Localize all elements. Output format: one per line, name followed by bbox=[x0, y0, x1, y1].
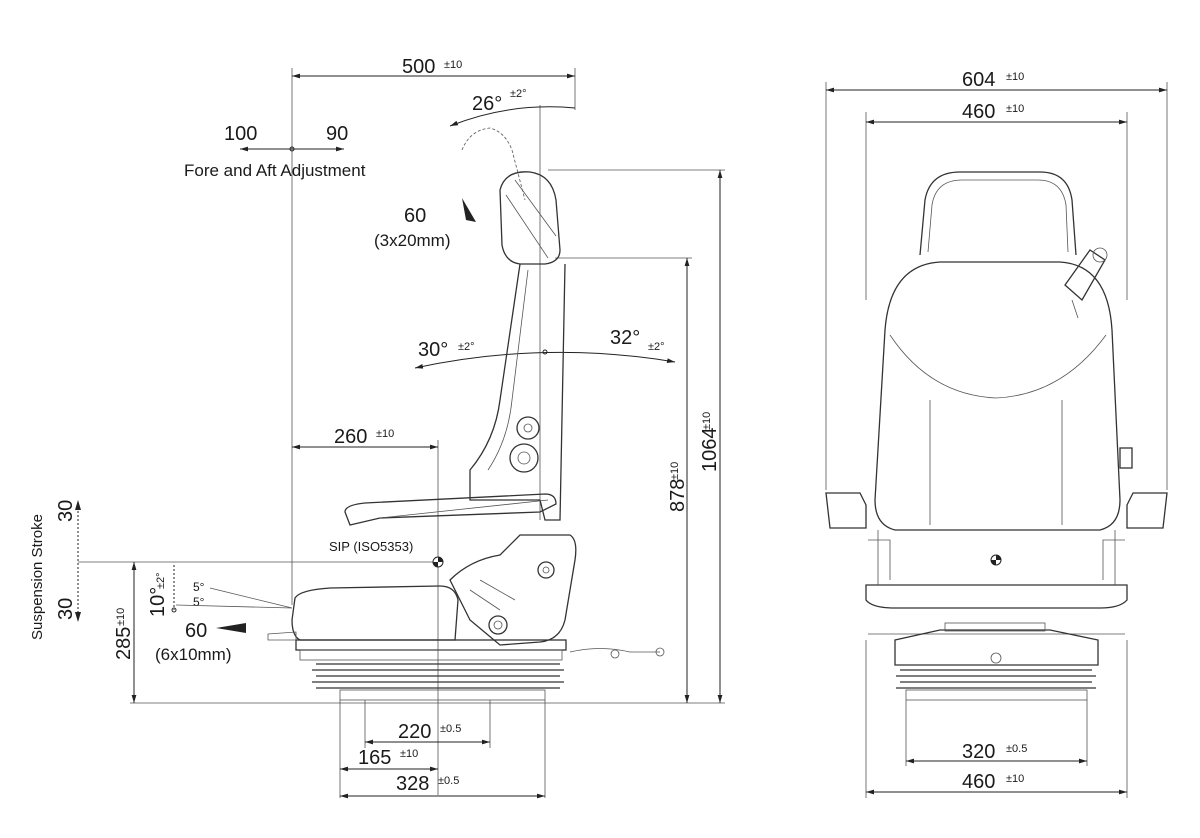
base-220-tolerance: ±0.5 bbox=[440, 723, 461, 735]
aft-value: 90 bbox=[326, 123, 348, 145]
backrest-adjust-value: 60 bbox=[404, 205, 426, 227]
back-width-tolerance: ±10 bbox=[1006, 103, 1024, 115]
fore-aft-origin bbox=[289, 146, 295, 152]
sip-height-tolerance: ±10 bbox=[115, 608, 127, 626]
fore-aft-label: Fore and Aft Adjustment bbox=[184, 161, 366, 180]
swivel-arc bbox=[414, 351, 676, 369]
side-seat-outline bbox=[267, 127, 665, 701]
backrest-adjust-detail: (3x20mm) bbox=[374, 231, 451, 250]
suspension-label: Suspension Stroke bbox=[29, 514, 46, 640]
base-220-value: 220 bbox=[398, 721, 431, 743]
base-165-value: 165 bbox=[358, 747, 391, 769]
sip-depth-tolerance: ±10 bbox=[376, 428, 394, 440]
sip-label: SIP (ISO5353) bbox=[329, 539, 413, 554]
suspension-down-arrow bbox=[75, 612, 81, 622]
tilt-down: 5° bbox=[193, 595, 205, 609]
tilt-value: 10° bbox=[147, 587, 169, 617]
total-height-tolerance: ±10 bbox=[701, 412, 713, 430]
suspension-down-value: 30 bbox=[55, 598, 77, 620]
tilt-tolerance: ±2° bbox=[155, 572, 167, 589]
front-seat-outline bbox=[825, 171, 1168, 701]
tilt-ref-line bbox=[175, 604, 293, 609]
sip-height-value: 285 bbox=[113, 627, 135, 660]
base-165-tolerance: ±10 bbox=[400, 748, 418, 760]
overall-width-value: 604 bbox=[962, 69, 995, 91]
overall-width-tolerance: ±10 bbox=[1006, 71, 1024, 83]
backrest-angle-tolerance: ±2° bbox=[510, 88, 527, 100]
swivel-left-tolerance: ±2° bbox=[458, 341, 475, 353]
depth-tolerance: ±10 bbox=[444, 59, 462, 71]
tilt-up: 5° bbox=[193, 580, 205, 594]
base-328-value: 328 bbox=[396, 773, 429, 795]
base-320-tolerance: ±0.5 bbox=[1006, 743, 1027, 755]
backrest-angle-arc bbox=[449, 106, 576, 127]
swivel-right-tolerance: ±2° bbox=[648, 341, 665, 353]
sip-marker bbox=[432, 556, 444, 568]
front-view: 604 ±10 460 ±10 320 ±0.5 460 ±10 bbox=[825, 69, 1168, 798]
suspension-up-value: 30 bbox=[55, 500, 77, 522]
side-view: 500 ±10 26° ±2° 100 90 Fore and Aft Adju… bbox=[29, 56, 725, 799]
cushion-adjust-detail: (6x10mm) bbox=[155, 645, 232, 664]
cushion-adjust-value: 60 bbox=[185, 620, 207, 642]
tilt-up-line bbox=[209, 587, 293, 609]
back-width-value: 460 bbox=[962, 101, 995, 123]
backrest-adjust-arrow bbox=[462, 198, 476, 222]
suspension-up-arrow bbox=[75, 500, 81, 510]
base-460-tolerance: ±10 bbox=[1006, 773, 1024, 785]
base-320-value: 320 bbox=[962, 741, 995, 763]
sip-depth-value: 260 bbox=[334, 426, 367, 448]
swivel-left-value: 30° bbox=[418, 339, 448, 361]
back-height-value: 878 bbox=[667, 479, 689, 512]
swivel-center bbox=[542, 349, 548, 355]
base-328-tolerance: ±0.5 bbox=[438, 775, 459, 787]
depth-value: 500 bbox=[402, 56, 435, 78]
cushion-adjust-arrow bbox=[216, 623, 246, 633]
swivel-right-value: 32° bbox=[610, 327, 640, 349]
fore-value: 100 bbox=[224, 123, 257, 145]
backrest-angle-value: 26° bbox=[472, 93, 502, 115]
total-height-value: 1064 bbox=[699, 428, 721, 473]
base-460-value: 460 bbox=[962, 771, 995, 793]
tilt-origin bbox=[171, 607, 177, 613]
back-height-tolerance: ±10 bbox=[669, 462, 681, 480]
